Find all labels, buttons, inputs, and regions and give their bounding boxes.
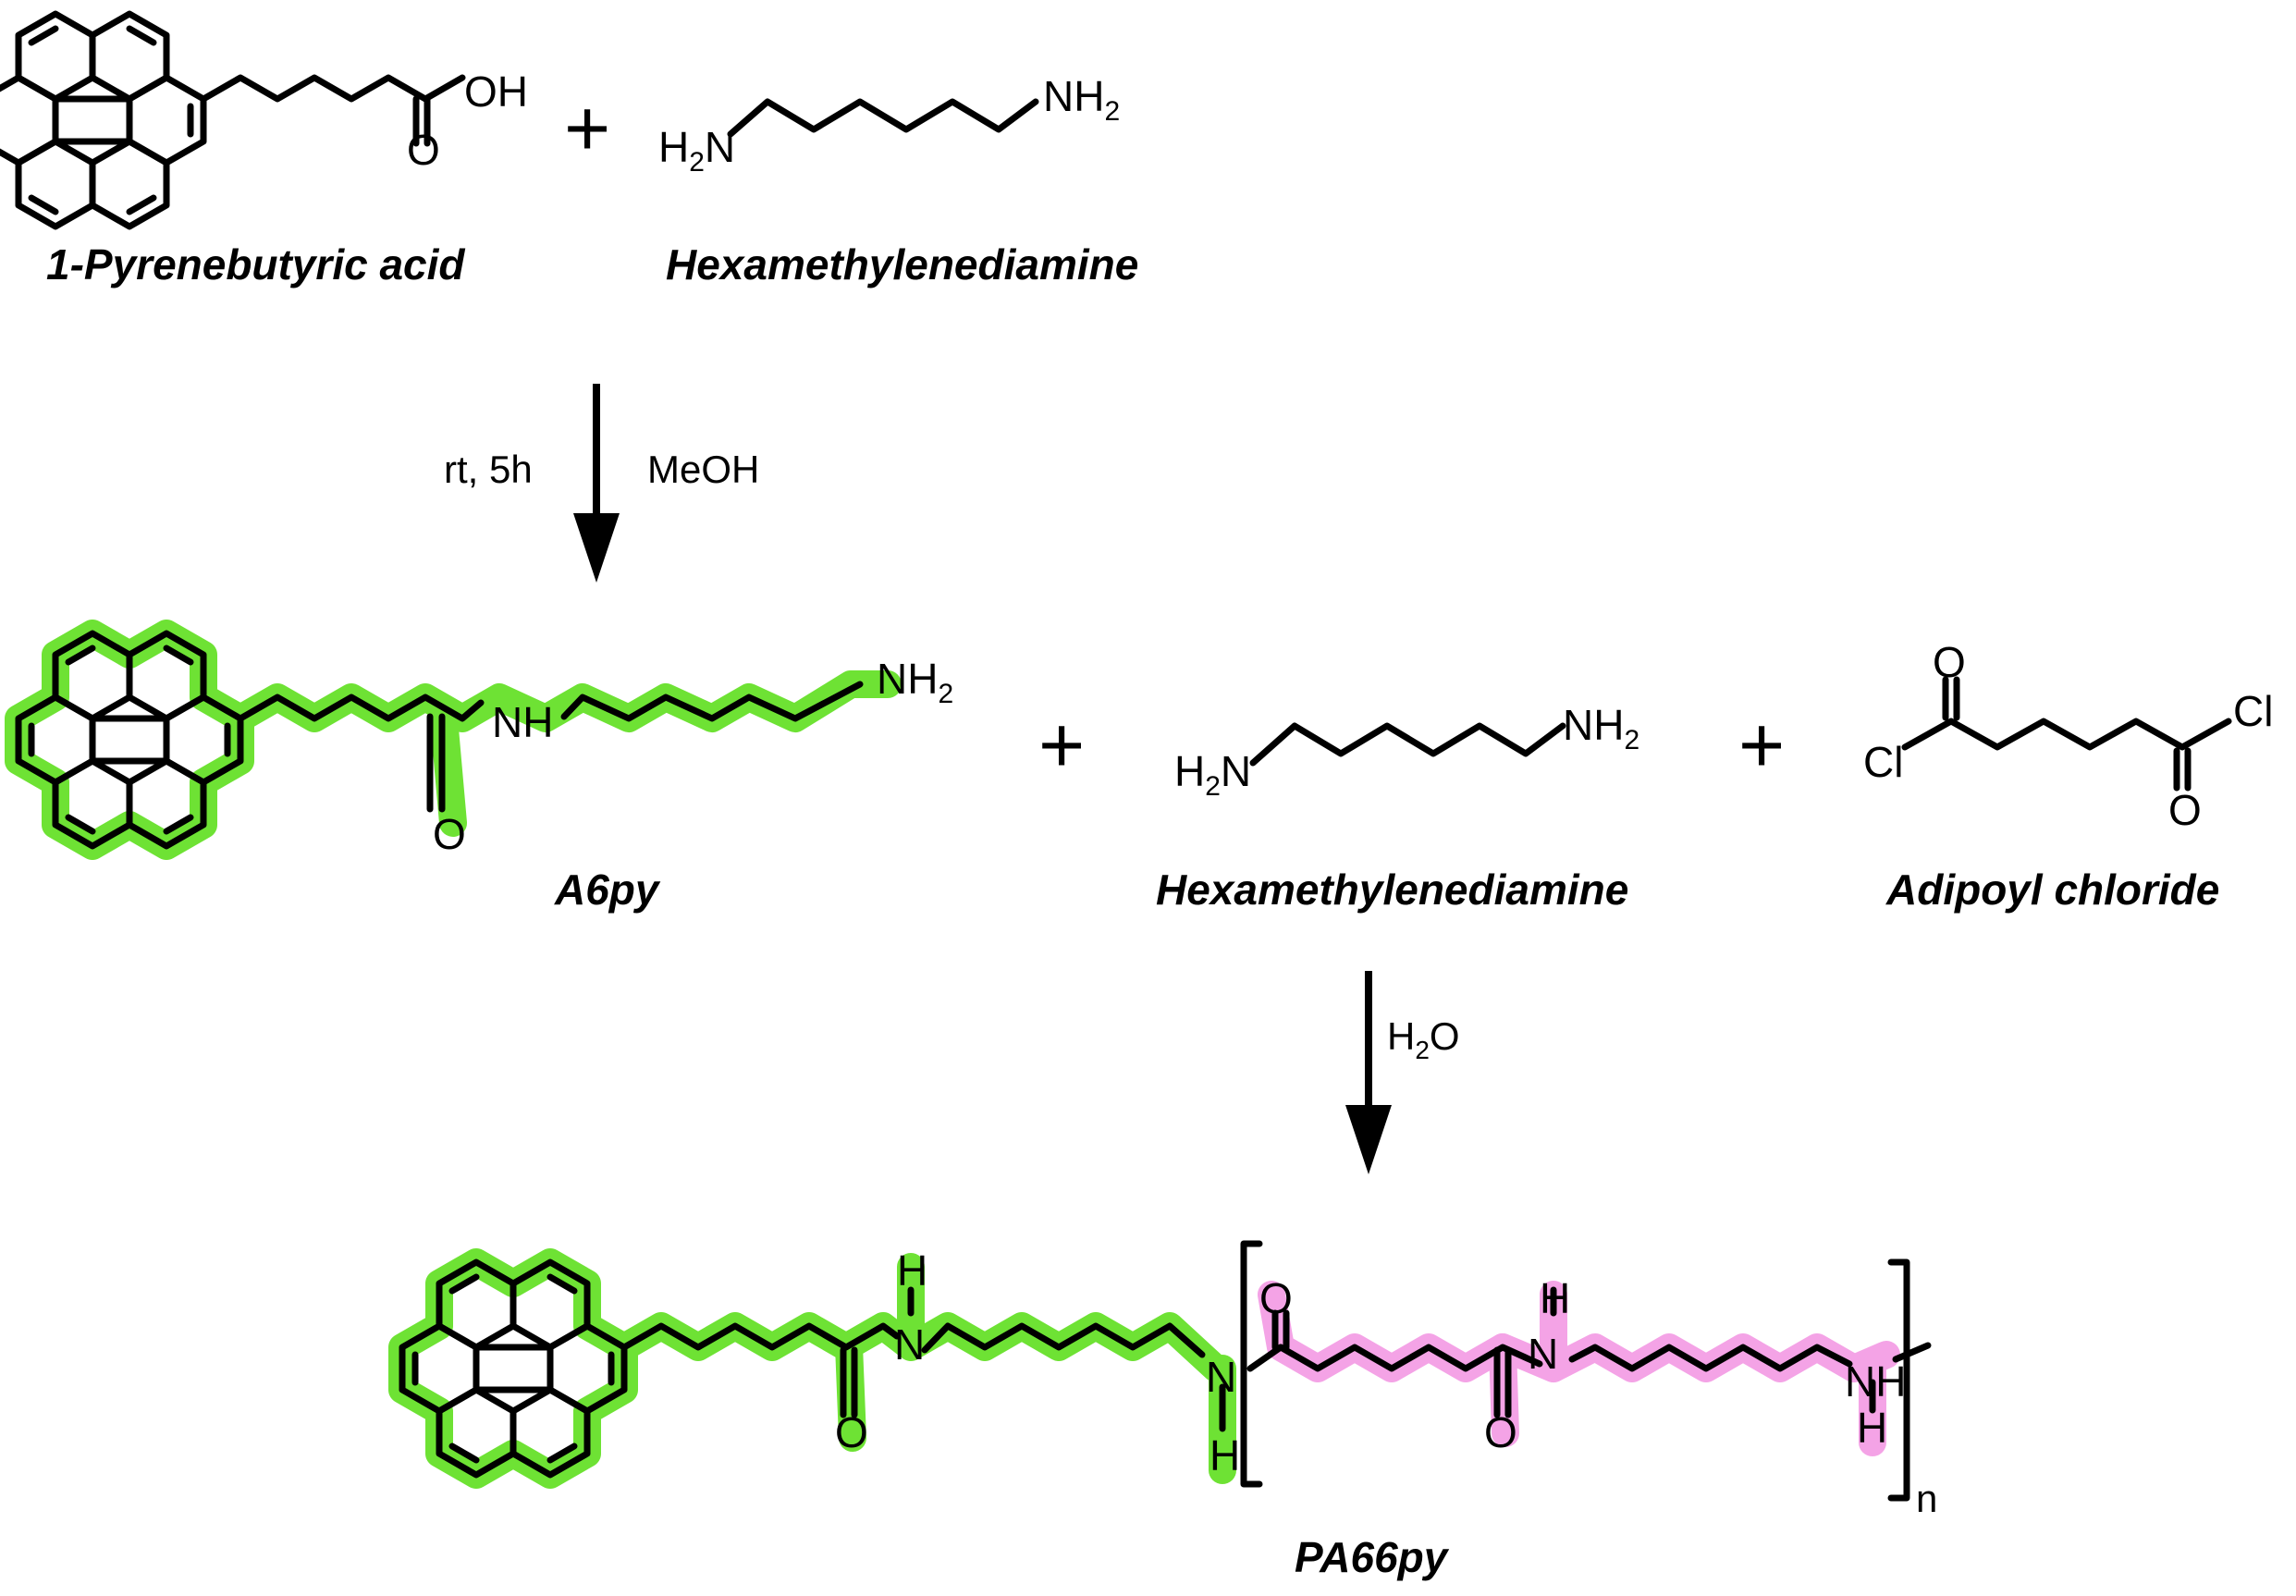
diamine-name-row1: Hexamethylenediamine [666, 240, 1138, 289]
a6py-nh-label: NH [492, 698, 553, 746]
a6py-name: A6py [554, 866, 661, 914]
adipoyl-cl-left: Cl [1863, 738, 1903, 786]
pyrenebutyric-acid-structure [0, 14, 466, 227]
hexamethylenediamine-structure-row2 [1249, 722, 1566, 767]
hexamethylenediamine-structure-row1 [727, 98, 1039, 138]
product-h-repeat-end: H [1857, 1404, 1887, 1452]
product-n-repeat: N [1528, 1330, 1558, 1378]
diamine-name-row2: Hexamethylenediamine [1156, 866, 1628, 914]
step1-condition-left: rt, 5h [444, 448, 533, 491]
reaction-arrow-2 [1345, 971, 1392, 1174]
step2-reagent: H2O [1387, 1014, 1460, 1064]
product-n-amide1: N [894, 1320, 925, 1369]
product-o-amide1: O [835, 1408, 868, 1456]
row2-diamine-h2n-label: H2N [1174, 747, 1251, 802]
plus-sign-row2-1: + [1038, 701, 1085, 790]
product-o-repeat-bottom: O [1484, 1408, 1517, 1456]
a6py-structure [18, 633, 902, 846]
product-h-repeat: H [1540, 1274, 1570, 1322]
acid-oh-label: OH [464, 68, 528, 116]
adipoyl-o-bottom: O [2168, 786, 2202, 834]
a6py-o-label: O [433, 810, 466, 858]
plus-sign-row1: + [564, 84, 610, 173]
adipoyl-chloride-structure [1901, 676, 2232, 792]
product-h-top: H [897, 1246, 927, 1295]
plus-sign-row2-2: + [1738, 701, 1785, 790]
adipoyl-o-top: O [1933, 638, 1966, 686]
product-nh-repeat-end: NH [1845, 1357, 1906, 1406]
reaction-arrow-1 [573, 384, 620, 583]
row2-diamine-nh2-label: NH2 [1563, 701, 1639, 755]
product-n-amide2: N [1206, 1353, 1236, 1401]
diamine-nh2-label: NH2 [1043, 72, 1120, 127]
step1-condition-right: MeOH [647, 448, 759, 491]
pa66py-structure [402, 1240, 1932, 1502]
adipoyl-cl-right: Cl [2233, 687, 2273, 735]
product-h-bottom: H [1209, 1431, 1240, 1479]
acid-name: 1-Pyrenebutyric acid [46, 240, 465, 289]
adipoyl-name: Adipoyl chloride [1885, 866, 2219, 914]
product-name: PA66py [1295, 1533, 1450, 1581]
a6py-nh2-label: NH2 [877, 655, 953, 709]
acid-o-label: O [407, 126, 440, 174]
diamine-h2n-label: H2N [658, 123, 735, 178]
product-repeat-subscript: n [1916, 1477, 1937, 1520]
product-o-repeat-top: O [1259, 1274, 1293, 1322]
